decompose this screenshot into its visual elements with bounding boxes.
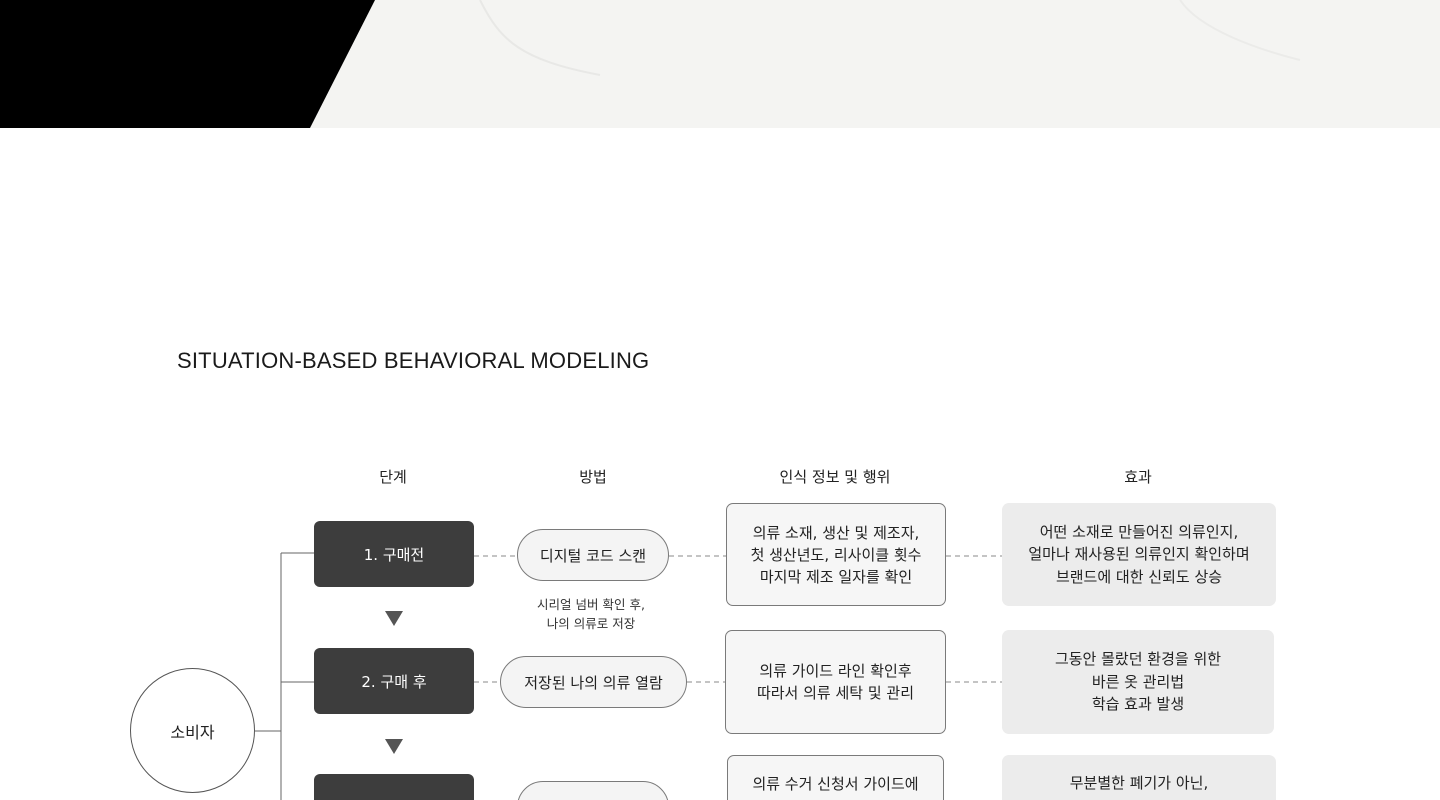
method-note-1: 시리얼 넘버 확인 후, 나의 의류로 저장 <box>537 597 645 631</box>
down-triangle-icon <box>385 611 403 626</box>
stage-box-1: 1. 구매전 <box>314 521 474 587</box>
column-header-method: 방법 <box>579 468 607 486</box>
effect-box-1: 어떤 소재로 만들어진 의류인지, 얼마나 재사용된 의류인지 확인하며 브랜드… <box>1002 503 1276 606</box>
hero-image <box>0 0 1440 128</box>
method-pill-1: 디지털 코드 스캔 <box>517 529 669 581</box>
method-pill-2: 저장된 나의 의류 열람 <box>500 656 687 708</box>
hero-dark-shape <box>0 0 1301 128</box>
column-header-stage: 단계 <box>379 468 407 486</box>
consumer-node: 소비자 <box>130 668 255 793</box>
effect-box-3: 무분별한 폐기가 아닌, <box>1002 755 1276 800</box>
stage-box-2: 2. 구매 후 <box>314 648 474 714</box>
stage-box-3 <box>314 774 474 800</box>
section-title: SITUATION-BASED BEHAVIORAL MODELING <box>177 348 650 373</box>
column-header-effect: 효과 <box>1124 468 1152 486</box>
column-header-info: 인식 정보 및 행위 <box>779 468 891 486</box>
info-box-2: 의류 가이드 라인 확인후 따라서 의류 세탁 및 관리 <box>725 630 946 734</box>
method-pill-3 <box>517 781 669 800</box>
effect-box-2: 그동안 몰랐던 환경을 위한 바른 옷 관리법 학습 효과 발생 <box>1002 630 1274 734</box>
info-box-1: 의류 소재, 생산 및 제조자, 첫 생산년도, 리사이클 횟수 마지막 제조 … <box>726 503 946 606</box>
down-triangle-icon <box>385 739 403 754</box>
info-box-3: 의류 수거 신청서 가이드에 <box>727 755 944 800</box>
